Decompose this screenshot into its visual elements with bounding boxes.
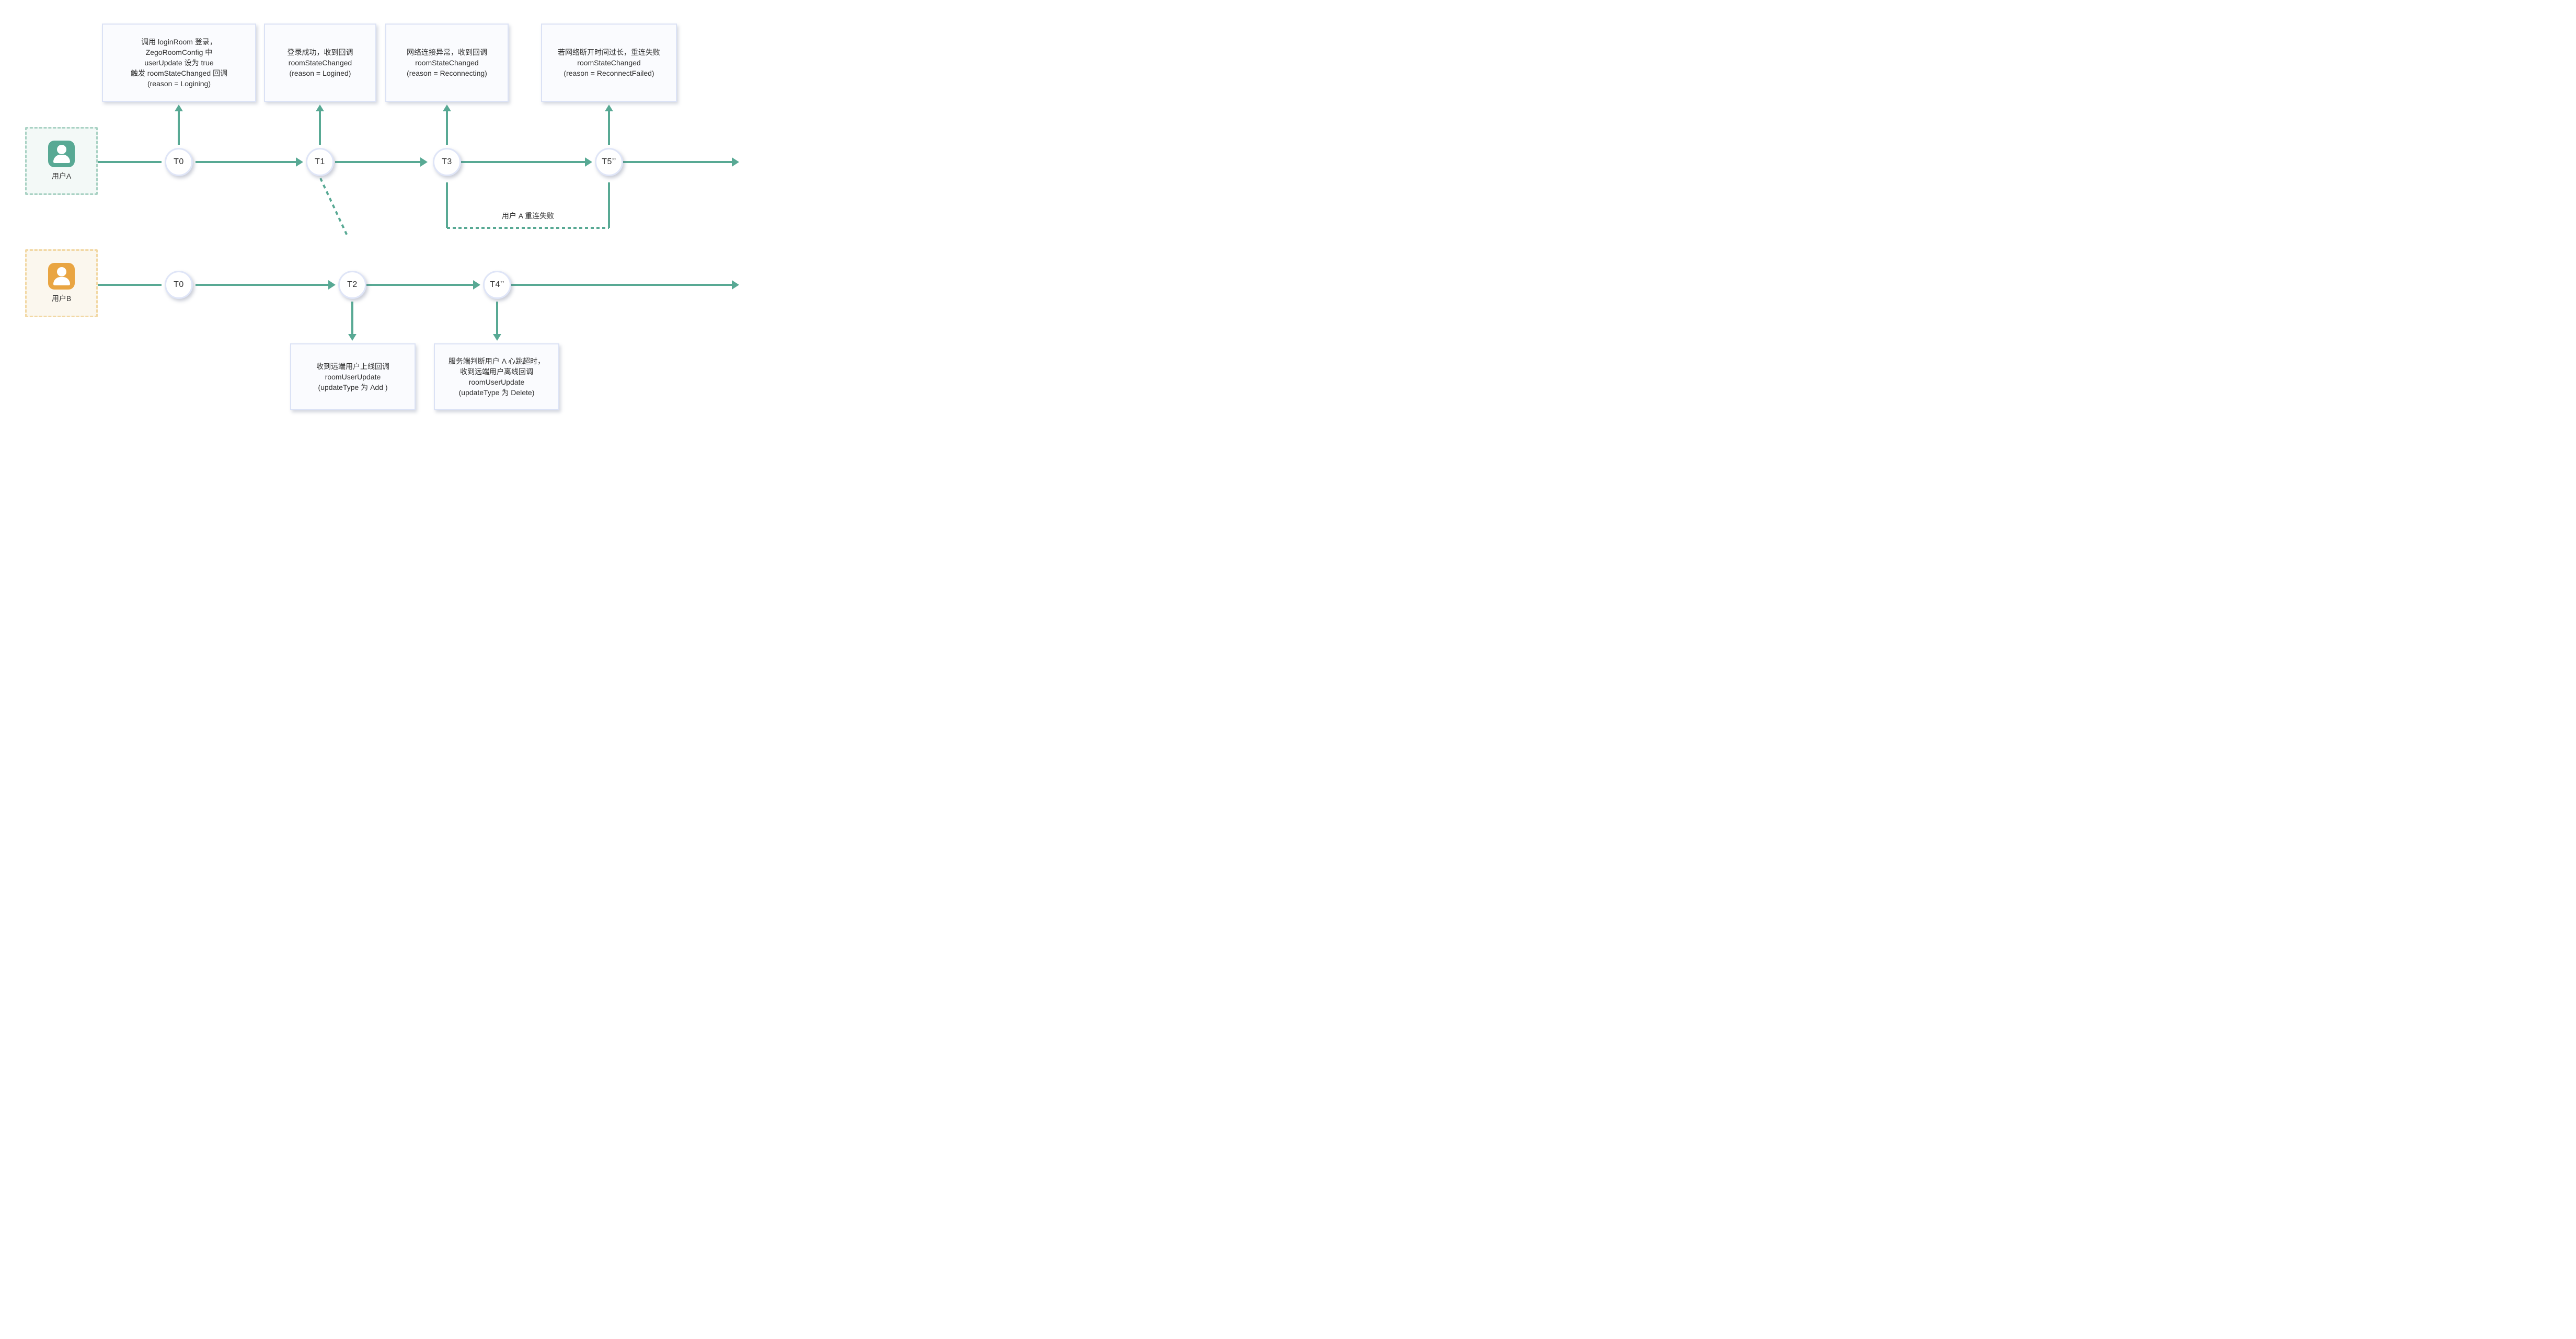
arrow-right-icon <box>585 157 592 167</box>
user-b-label: 用户B <box>51 294 72 303</box>
callout-text-line: roomStateChanged <box>288 59 352 67</box>
timeline-node-a-t1: T1 <box>306 148 334 176</box>
callout-text-line: ZegoRoomConfig 中 <box>145 48 213 56</box>
room-login-timeline-diagram: 调用 loginRoom 登录， ZegoRoomConfig 中 userUp… <box>0 0 820 426</box>
arrow-right-icon <box>473 280 480 290</box>
user-a-box: 用户A <box>25 127 98 195</box>
callout-text-line: 登录成功，收到回调 <box>287 48 353 56</box>
callout-login-success: 登录成功，收到回调 roomStateChanged (reason = Log… <box>264 24 376 102</box>
callout-text-line: (updateType 为 Delete) <box>458 388 535 397</box>
callout-text-line: (reason = Logining) <box>147 79 211 88</box>
node-label: T0 <box>174 280 184 289</box>
arrow-up-line <box>608 111 610 145</box>
callout-text-line: 网络连接异常，收到回调 <box>407 48 487 56</box>
timeline-node-a-t3: T3 <box>433 148 461 176</box>
callout-text-line: 收到远端用户离线回调 <box>460 367 533 376</box>
arrow-down-icon <box>493 334 501 341</box>
person-head-icon <box>56 145 66 154</box>
arrow-up-line <box>446 111 448 145</box>
user-b-box: 用户B <box>25 249 98 317</box>
arrow-up-icon <box>316 105 324 111</box>
user-a-avatar-icon <box>48 141 75 167</box>
timeline-a-segment <box>335 161 420 163</box>
timeline-node-b-t4: T4’’ <box>483 271 511 299</box>
callout-login-logining: 调用 loginRoom 登录， ZegoRoomConfig 中 userUp… <box>102 24 256 102</box>
user-b-avatar-icon <box>48 263 75 290</box>
arrow-right-icon <box>420 157 428 167</box>
arrow-down-icon <box>348 334 356 341</box>
node-label: T0 <box>174 157 184 166</box>
callout-text-line: roomStateChanged <box>415 59 479 67</box>
timeline-a-segment <box>461 161 585 163</box>
timeline-b-segment <box>98 284 162 286</box>
bracket-dashed-line <box>447 227 609 229</box>
callout-remote-user-delete: 服务端判断用户 A 心跳超时， 收到远端用户离线回调 roomUserUpdat… <box>434 343 559 410</box>
callout-text-line: (reason = ReconnectFailed) <box>564 69 654 77</box>
user-a-label: 用户A <box>51 172 72 180</box>
callout-reconnecting: 网络连接异常，收到回调 roomStateChanged (reason = R… <box>385 24 509 102</box>
callout-text-line: roomStateChanged <box>577 59 641 67</box>
node-label: T5’’ <box>602 157 616 166</box>
arrow-up-icon <box>443 105 451 111</box>
callout-text-line: 收到远端用户上线回调 <box>316 362 389 371</box>
t1-t2-dashed-connector <box>319 178 348 235</box>
callout-text-line: (reason = Logined) <box>289 69 351 77</box>
timeline-b-segment <box>196 284 328 286</box>
timeline-a-end-arrow-icon <box>732 157 739 167</box>
callout-text-line: userUpdate 设为 true <box>144 59 214 67</box>
timeline-a-segment <box>196 161 296 163</box>
callout-text-line: 触发 roomStateChanged 回调 <box>130 69 228 77</box>
callout-text-line: (reason = Reconnecting) <box>407 69 487 77</box>
timeline-b-segment <box>511 284 732 286</box>
arrow-down-line <box>351 302 353 334</box>
callout-text-line: roomUserUpdate <box>325 373 381 381</box>
bracket-right-line <box>608 182 610 228</box>
timeline-a-segment <box>623 161 732 163</box>
arrow-up-line <box>178 111 180 145</box>
arrow-down-line <box>496 302 498 334</box>
callout-remote-user-add: 收到远端用户上线回调 roomUserUpdate (updateType 为 … <box>290 343 416 410</box>
node-label: T3 <box>442 157 452 166</box>
callout-text-line: roomUserUpdate <box>468 378 525 386</box>
callout-text-line: 调用 loginRoom 登录， <box>141 38 217 46</box>
callout-reconnect-failed: 若网络断开时间过长，重连失败 roomStateChanged (reason … <box>541 24 677 102</box>
callout-text-line: (updateType 为 Add ) <box>318 383 388 391</box>
timeline-node-b-t0: T0 <box>165 271 193 299</box>
timeline-node-a-t5: T5’’ <box>595 148 623 176</box>
arrow-right-icon <box>328 280 336 290</box>
timeline-a-segment <box>98 161 162 163</box>
timeline-node-a-t0: T0 <box>165 148 193 176</box>
timeline-b-segment <box>366 284 473 286</box>
arrow-up-icon <box>605 105 613 111</box>
callout-text-line: 若网络断开时间过长，重连失败 <box>558 48 660 56</box>
bracket-left-line <box>446 182 448 228</box>
arrow-up-icon <box>175 105 183 111</box>
person-shoulders-icon <box>53 155 70 163</box>
arrow-up-line <box>319 111 321 145</box>
person-shoulders-icon <box>53 277 70 285</box>
callout-text-line: 服务端判断用户 A 心跳超时， <box>448 357 545 365</box>
timeline-node-b-t2: T2 <box>338 271 366 299</box>
node-label: T4’’ <box>490 280 504 289</box>
arrow-right-icon <box>296 157 303 167</box>
timeline-b-end-arrow-icon <box>732 280 739 290</box>
node-label: T1 <box>315 157 325 166</box>
person-head-icon <box>56 267 66 276</box>
reconnect-failed-label: 用户 A 重连失败 <box>501 212 555 220</box>
node-label: T2 <box>347 280 358 289</box>
